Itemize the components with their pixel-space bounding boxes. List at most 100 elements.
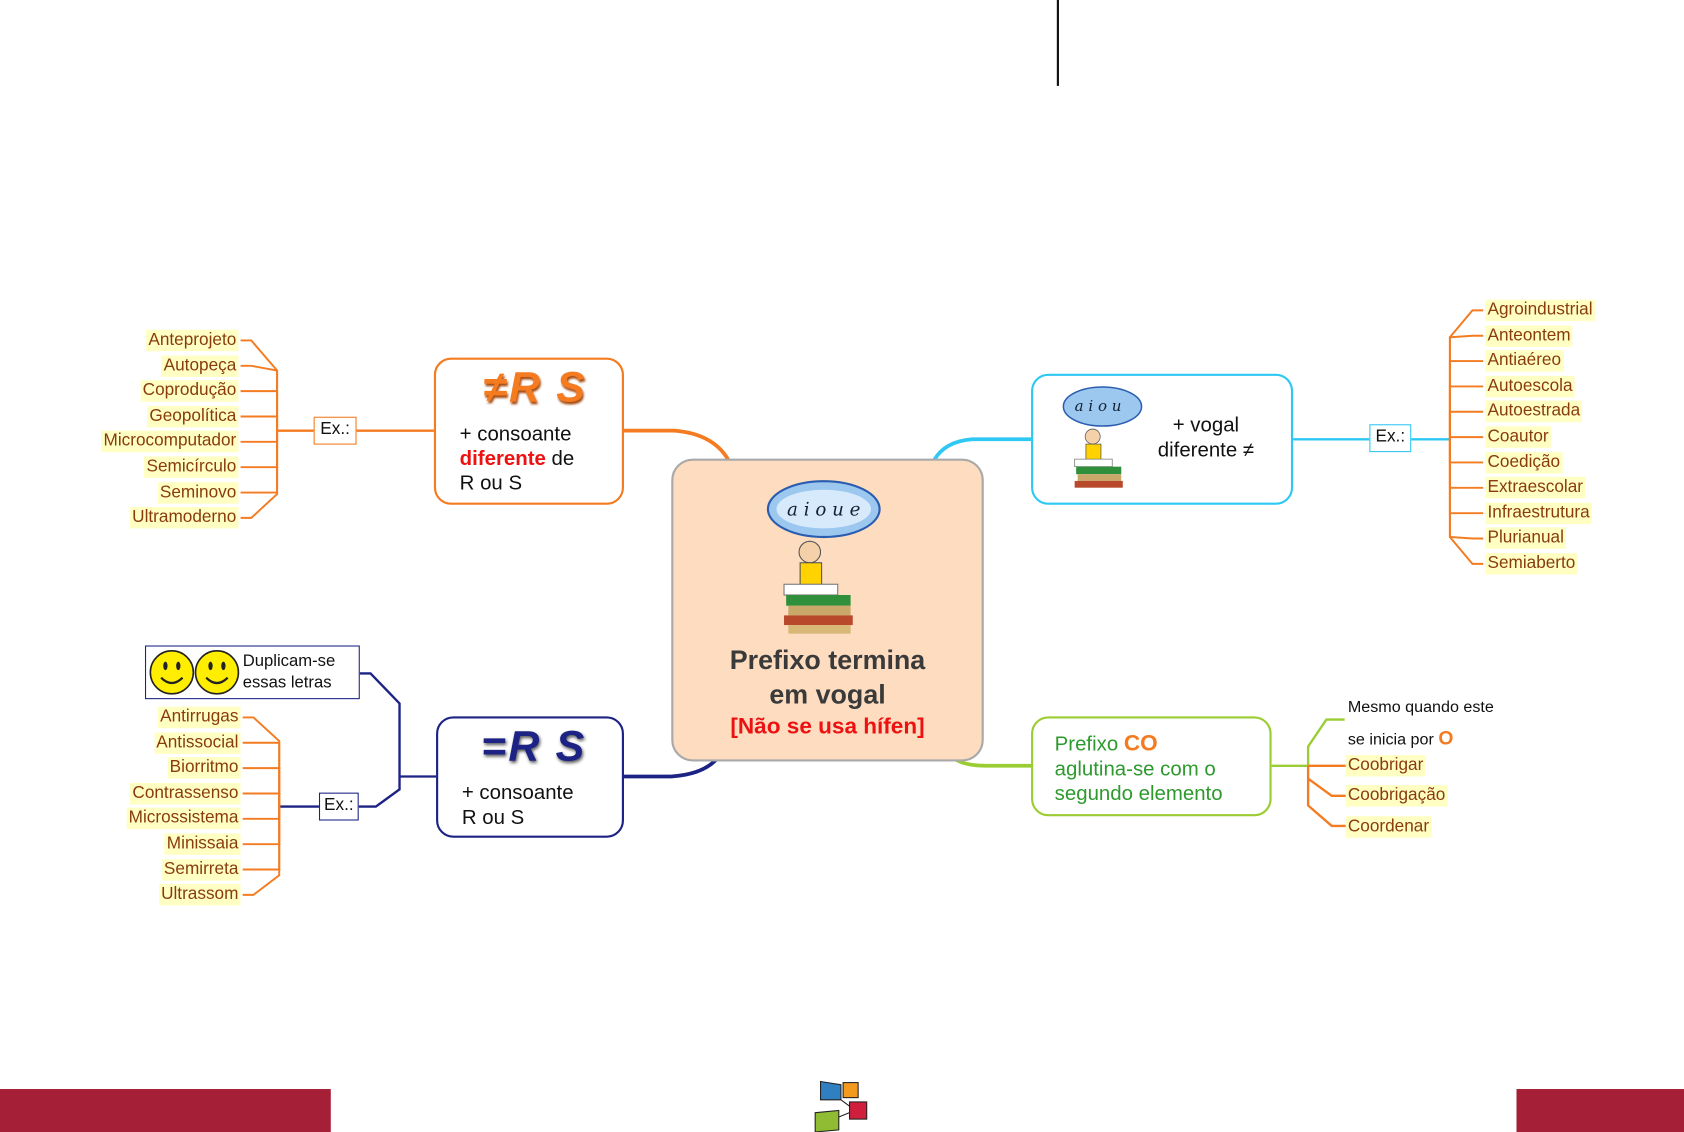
example-word[interactable]: Antissocial [154,732,241,754]
example-word[interactable]: Ultramoderno [130,507,239,529]
node-text: Prefixo CO aglutina-se com o segundo ele… [1055,731,1223,806]
node-text: + consoante R ou S [462,781,574,830]
example-connector [242,806,281,896]
node-vogal-diferente[interactable]: a i o u + vogal diferente ≠ [1031,373,1294,505]
example-connector [1448,439,1484,464]
node-text-de: de [545,447,575,471]
example-connector [1448,410,1484,440]
example-word[interactable]: Coobrigação [1345,785,1448,807]
example-connector [242,741,281,807]
example-connector [240,390,279,431]
example-connector [240,430,279,519]
example-word[interactable]: Coprodução [140,380,239,402]
example-word[interactable]: Coedição [1485,451,1563,474]
example-word[interactable]: Semirreta [161,858,241,881]
example-connector [240,430,279,469]
example-word[interactable]: Extraescolar [1485,477,1586,499]
example-connector [1448,436,1484,440]
connector-center-top-left [621,428,731,462]
central-subtitle: [Não se usa hífen] [730,714,925,739]
example-connector [1448,385,1484,440]
example-word[interactable]: Coobrigar [1345,755,1426,777]
student-reading-illustration: a i o u [1062,386,1143,488]
svg-text:a i o u: a i o u [1075,397,1122,415]
student-reading-illustration: a i o u e [766,480,881,634]
node-text: + consoante diferente de R ou S [460,422,575,496]
node-text-line2: diferente ≠ [1157,439,1255,462]
note-duplicam-se[interactable]: Duplicam-se essas letras [144,645,360,700]
example-word[interactable]: Coordenar [1345,815,1432,838]
example-word[interactable]: Microcomputador [101,431,239,453]
node-text-line1: + consoante [459,423,572,446]
example-word[interactable]: Infraestrutura [1485,502,1592,524]
example-word[interactable]: Geopolítica [147,405,239,428]
footer-bar-right [1516,1089,1684,1132]
example-word[interactable]: Autopeça [161,355,239,377]
note-line1: Mesmo quando este [1347,698,1494,717]
example-word[interactable]: Contrassenso [130,782,241,805]
central-title-line1: Prefixo termina [729,645,926,676]
example-word[interactable]: Autoescola [1485,375,1575,398]
example-word[interactable]: Semiaberto [1485,553,1578,575]
example-connector [242,806,281,846]
example-word[interactable]: Plurianual [1485,527,1567,550]
note-line2: se inicia por [1347,730,1439,749]
example-word[interactable]: Ultrassom [158,884,241,906]
example-connector [242,792,281,807]
example-connector [242,806,281,871]
example-connector [242,806,281,820]
example-word[interactable]: Biorritmo [167,757,241,779]
connector-bl-branches [279,672,437,808]
node-consoante-r-ou-s[interactable]: =R S + consoante R ou S [436,716,624,838]
node-text: + vogal diferente ≠ [1158,413,1254,462]
note-line1: Duplicam-se [242,651,336,671]
example-word[interactable]: Anteprojeto [146,329,239,352]
node-text-line1: + vogal [1172,414,1240,438]
node-prefixo-co[interactable]: Prefixo CO aglutina-se com o segundo ele… [1031,716,1272,817]
example-connector [242,767,281,807]
note-line2: essas letras [242,673,332,692]
example-connector [1448,360,1484,440]
connector-br-examples [1306,764,1348,828]
example-connector [240,430,279,443]
example-connector [240,415,279,431]
example-word[interactable]: Minissaia [164,833,241,855]
example-word[interactable]: Seminovo [157,481,239,504]
ex-label-top-right[interactable]: Ex.: [1369,424,1412,453]
example-connector [1448,439,1484,565]
example-word[interactable]: Agroindustrial [1485,299,1595,322]
example-connector [1448,334,1484,440]
highlight-diferente: diferente [459,447,546,471]
connector-center-top-right [932,437,1033,462]
mindmap-logo-icon [814,1080,868,1132]
example-word[interactable]: Antiaéreo [1485,350,1564,372]
note-text: Duplicam-se essas letras [243,651,336,694]
smiley-faces-icon [149,650,240,695]
example-connector [240,364,279,431]
example-connector [240,430,279,494]
node-consoante-diferente[interactable]: ≠R S + consoante diferente de R ou S [433,357,624,505]
node-text-prefixo: Prefixo [1054,733,1124,757]
example-word[interactable]: Antirrugas [157,706,241,729]
example-word[interactable]: Anteontem [1485,324,1573,347]
example-word[interactable]: Coautor [1485,426,1551,448]
ex-label-top-left[interactable]: Ex.: [313,416,357,445]
node-text-line3: R ou S [459,472,523,496]
example-word[interactable]: Microssistema [126,808,241,830]
cloud-letters: a i o u e [787,500,860,521]
ex-label-bottom-left[interactable]: Ex.: [318,792,359,821]
node-text-line2: R ou S [461,806,525,830]
footer-bar-left [0,1089,331,1132]
highlight-o: O [1438,727,1454,749]
example-connector [1448,309,1484,440]
example-word[interactable]: Semicírculo [144,456,239,478]
highlight-co: CO [1123,731,1158,757]
not-equal-rs-symbol: ≠R S [483,364,588,412]
top-divider-line [1056,0,1059,86]
example-word[interactable]: Autoestrada [1485,401,1583,423]
node-text-line1: + consoante [461,781,574,805]
node-text-line3: segundo elemento [1054,782,1223,806]
